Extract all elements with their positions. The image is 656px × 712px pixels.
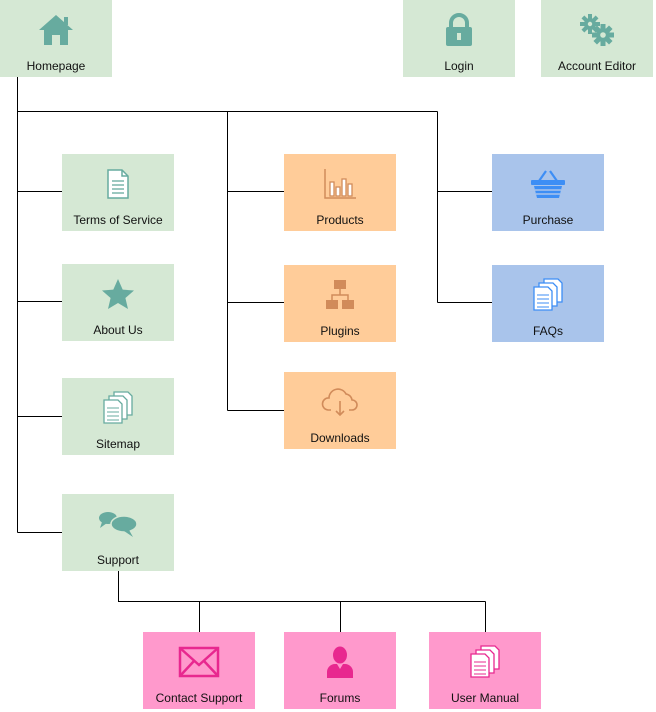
forums-node[interactable]: Forums (284, 632, 396, 709)
terms-of-service-node[interactable]: Terms of Service (62, 154, 174, 231)
bar-chart-icon (284, 166, 396, 202)
contact-support-label: Contact Support (155, 691, 243, 705)
account-editor-label: Account Editor (557, 59, 637, 73)
plugins-node[interactable]: Plugins (284, 265, 396, 342)
hierarchy-icon (284, 277, 396, 313)
documents-icon (62, 390, 174, 426)
support-label: Support (96, 553, 140, 567)
login-node[interactable]: Login (403, 0, 515, 77)
connector-support-drop (118, 571, 486, 602)
products-node[interactable]: Products (284, 154, 396, 231)
documents-icon (429, 644, 541, 680)
document-icon (62, 166, 174, 202)
star-icon (62, 276, 174, 312)
chat-bubbles-icon (62, 506, 174, 542)
user-manual-node[interactable]: User Manual (429, 632, 541, 709)
sitemap-node[interactable]: Sitemap (62, 378, 174, 455)
user-manual-label: User Manual (450, 691, 520, 705)
purchase-node[interactable]: Purchase (492, 154, 604, 231)
contact-support-node[interactable]: Contact Support (143, 632, 255, 709)
terms-of-service-label: Terms of Service (73, 213, 163, 227)
documents-icon (492, 277, 604, 313)
about-us-label: About Us (93, 323, 143, 337)
home-icon (0, 12, 112, 48)
about-us-node[interactable]: About Us (62, 264, 174, 341)
account-editor-node[interactable]: Account Editor (541, 0, 653, 77)
envelope-icon (143, 644, 255, 680)
homepage-node[interactable]: Homepage (0, 0, 112, 77)
homepage-label: Homepage (26, 59, 86, 73)
basket-icon (492, 166, 604, 202)
downloads-node[interactable]: Downloads (284, 372, 396, 449)
cloud-download-icon (284, 384, 396, 420)
faqs-node[interactable]: FAQs (492, 265, 604, 342)
faqs-label: FAQs (532, 324, 563, 338)
user-icon (284, 644, 396, 680)
gears-icon (541, 12, 653, 48)
lock-icon (403, 12, 515, 48)
forums-label: Forums (319, 691, 361, 705)
plugins-label: Plugins (320, 324, 360, 338)
support-node[interactable]: Support (62, 494, 174, 571)
sitemap-label: Sitemap (95, 437, 141, 451)
products-label: Products (316, 213, 364, 227)
login-label: Login (444, 59, 474, 73)
purchase-label: Purchase (522, 213, 574, 227)
downloads-label: Downloads (310, 431, 370, 445)
